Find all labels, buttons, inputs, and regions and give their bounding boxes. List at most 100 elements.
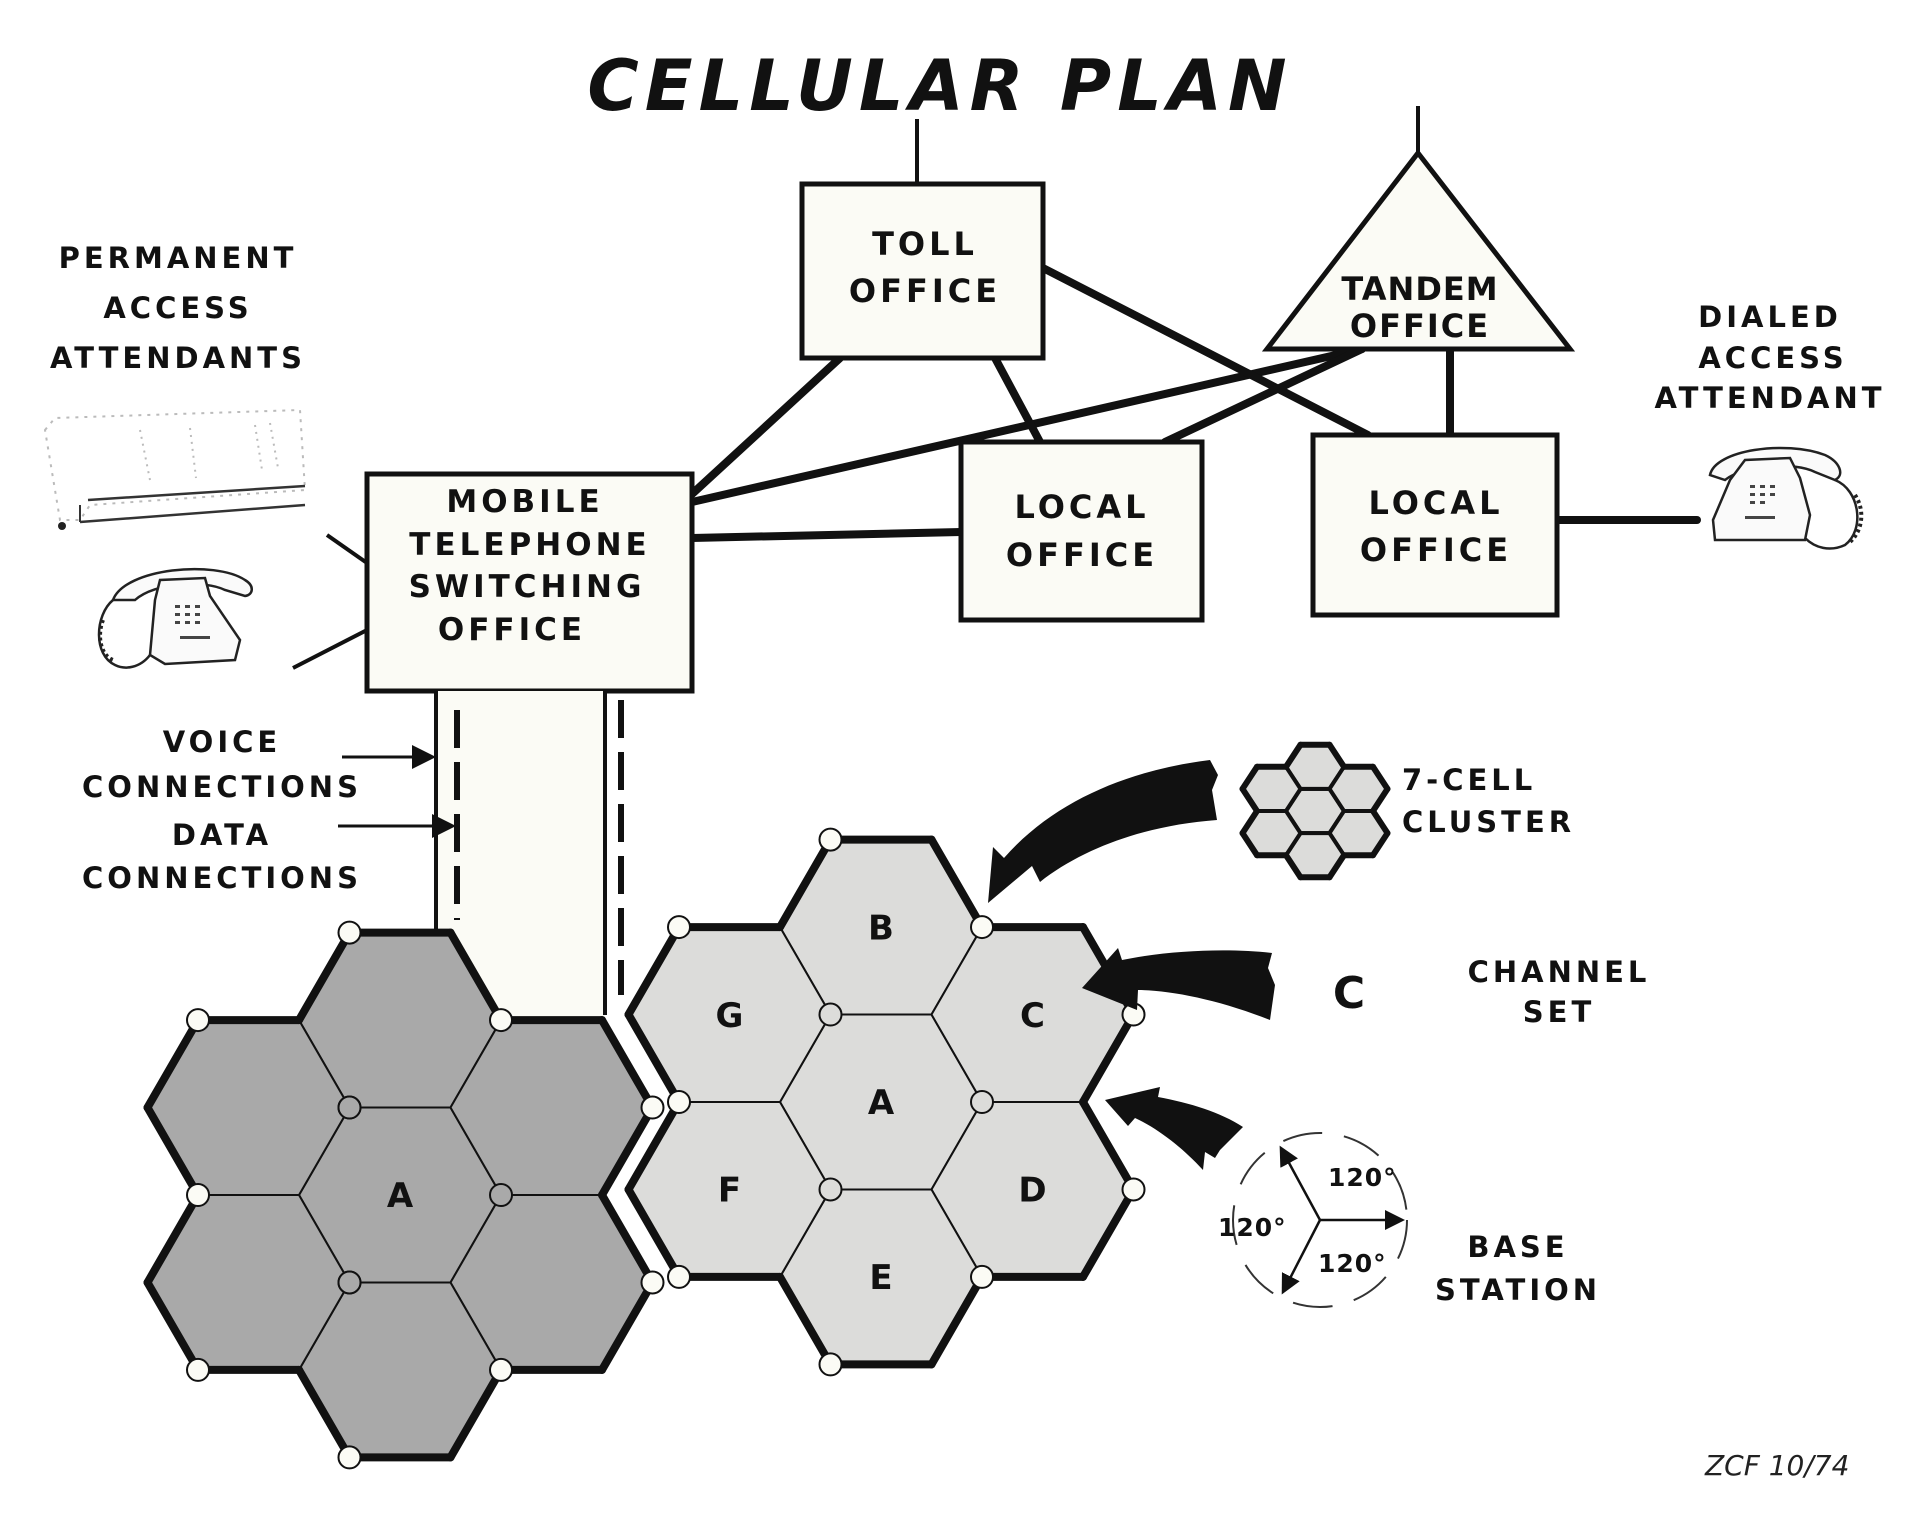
local-office-1-box bbox=[958, 439, 1205, 623]
base-station-marker bbox=[489, 1357, 513, 1382]
mtso-label-line4: OFFICE bbox=[438, 612, 586, 648]
connection-stem bbox=[434, 691, 624, 1021]
link-mtso-toll bbox=[688, 354, 844, 498]
base-station-marker bbox=[818, 1177, 843, 1202]
mini-cluster-cluster-boundary bbox=[1283, 741, 1304, 770]
right-cluster-cell-label-f: F bbox=[718, 1171, 741, 1211]
left-cluster-cell-label-a: A bbox=[387, 1176, 414, 1216]
left-cluster-cluster-boundary bbox=[143, 1016, 202, 1112]
left-cluster-cluster-boundary bbox=[446, 1365, 505, 1462]
telephone-icon bbox=[1708, 446, 1864, 550]
left-cluster-cluster-boundary bbox=[598, 1278, 657, 1374]
channel-set-letter: C bbox=[1333, 968, 1369, 1019]
left-cluster-cluster-boundary bbox=[143, 1103, 202, 1199]
mini-cluster-cluster-boundary bbox=[1239, 785, 1260, 814]
left-cluster-cluster-boundary bbox=[598, 1016, 657, 1112]
right-cluster-cluster-boundary bbox=[776, 835, 835, 932]
base-station-marker bbox=[818, 1352, 843, 1377]
base-station-label-line1: BASE bbox=[1467, 1230, 1568, 1264]
base-station-marker bbox=[667, 1090, 691, 1114]
toll-office-label-line2: OFFICE bbox=[849, 272, 1001, 310]
permanent-access-label-line3: ATTENDANTS bbox=[50, 341, 306, 375]
mtso-label-line2: TELEPHONE bbox=[409, 527, 650, 563]
tandem-office-triangle bbox=[1261, 148, 1576, 352]
sector-angle-top: 120° bbox=[1328, 1163, 1397, 1192]
mini-cluster-cluster-boundary bbox=[1370, 763, 1391, 792]
tandem-office-label-line2: OFFICE bbox=[1350, 307, 1490, 345]
seven-cell-cluster-icon bbox=[1239, 741, 1391, 881]
cluster-left: A bbox=[143, 920, 665, 1470]
right-cluster-cell-label-d: D bbox=[1018, 1171, 1046, 1211]
author-signature: ZCF 10/74 bbox=[1704, 1449, 1849, 1482]
right-cluster-cell-label-g: G bbox=[716, 996, 744, 1036]
tandem-office: TANDEM OFFICE bbox=[1261, 148, 1576, 352]
dialed-access-label-line1: DIALED bbox=[1698, 300, 1842, 334]
base-station-marker bbox=[186, 1183, 210, 1207]
base-station-marker bbox=[818, 827, 843, 852]
voice-connections-label-line1: VOICE bbox=[163, 725, 281, 759]
sector-angle-bottom: 120° bbox=[1318, 1249, 1387, 1278]
left-cluster-cluster-boundary bbox=[598, 1103, 657, 1199]
right-cluster-cluster-boundary bbox=[1079, 1098, 1138, 1194]
right-cluster-cluster-boundary bbox=[624, 1185, 683, 1281]
base-station-marker bbox=[337, 920, 362, 945]
base-station-marker bbox=[667, 1264, 691, 1289]
right-cluster-cluster-boundary bbox=[927, 835, 986, 932]
dialed-access-label-line2: ACCESS bbox=[1698, 341, 1847, 375]
tandem-office-label-line1: TANDEM bbox=[1341, 270, 1498, 308]
toll-office-box bbox=[799, 181, 1046, 361]
link-telephone-mtso bbox=[292, 628, 368, 670]
right-cluster-cluster-boundary bbox=[1079, 1185, 1138, 1281]
mini-cluster-cluster-boundary bbox=[1370, 785, 1391, 814]
toll-office: TOLL OFFICE bbox=[799, 181, 1046, 361]
sector-arrow-northwest bbox=[1279, 1145, 1322, 1221]
mini-cluster-cluster-boundary bbox=[1239, 830, 1260, 859]
data-connections-label-line2: CONNECTIONS bbox=[82, 861, 362, 895]
mini-cluster-cluster-boundary bbox=[1283, 852, 1304, 881]
permanent-access-label-line2: ACCESS bbox=[103, 291, 252, 325]
right-cluster-cell-label-b: B bbox=[868, 908, 894, 948]
voice-connections-label-line2: CONNECTIONS bbox=[82, 770, 362, 804]
right-cluster-cluster-boundary bbox=[927, 1272, 986, 1369]
link-toll-local2 bbox=[1039, 264, 1372, 439]
data-connections-label-line1: DATA bbox=[172, 818, 272, 852]
link-mtso-local1 bbox=[688, 528, 965, 542]
local-office-1-label-line1: LOCAL bbox=[1014, 488, 1149, 526]
base-station-marker bbox=[337, 1270, 362, 1295]
diagram-title: CELLULAR PLAN bbox=[587, 45, 1292, 127]
channel-set-label-line2: SET bbox=[1523, 995, 1595, 1029]
mini-cluster-cluster-boundary bbox=[1326, 741, 1347, 770]
base-station-marker bbox=[970, 915, 994, 940]
seven-cell-label-line1: 7-CELL bbox=[1402, 763, 1536, 797]
seven-cell-label-line2: CLUSTER bbox=[1402, 805, 1575, 839]
mobile-telephone-switching-office: MOBILE TELEPHONE SWITCHING OFFICE bbox=[364, 471, 695, 694]
base-station-marker bbox=[1121, 1177, 1146, 1202]
base-station-marker bbox=[489, 1008, 513, 1033]
base-station-pointer-arrow bbox=[1105, 1087, 1243, 1170]
right-cluster-cluster-boundary bbox=[624, 1010, 683, 1106]
right-cluster-cluster-boundary bbox=[624, 1098, 683, 1194]
local-office-2: LOCAL OFFICE bbox=[1310, 432, 1560, 618]
right-cluster-cell-label-c: C bbox=[1020, 996, 1045, 1036]
permanent-access-label-line1: PERMANENT bbox=[59, 241, 298, 275]
channel-set-label-line1: CHANNEL bbox=[1468, 955, 1651, 989]
base-station-marker bbox=[337, 1095, 362, 1120]
base-station-marker bbox=[667, 915, 691, 940]
base-station-label-line2: STATION bbox=[1435, 1273, 1601, 1307]
right-cluster-cell-label-e: E bbox=[869, 1258, 892, 1298]
local-office-2-label-line2: OFFICE bbox=[1360, 531, 1512, 569]
right-cluster-cluster-boundary bbox=[624, 923, 683, 1019]
link-tandem-local1 bbox=[1161, 345, 1366, 446]
sector-arrow-southwest bbox=[1281, 1219, 1322, 1295]
mini-cluster-cluster-boundary bbox=[1326, 852, 1347, 881]
link-toll-local1 bbox=[991, 354, 1044, 446]
left-cluster-cluster-boundary bbox=[143, 1278, 202, 1374]
toll-office-label-line1: TOLL bbox=[872, 225, 978, 263]
base-station-marker bbox=[640, 1095, 665, 1120]
local-office-1-label-line2: OFFICE bbox=[1006, 536, 1158, 574]
link-attendant-console-mtso bbox=[325, 533, 369, 565]
seven-cell-pointer-arrow bbox=[988, 760, 1218, 903]
base-station-marker bbox=[818, 1002, 843, 1027]
